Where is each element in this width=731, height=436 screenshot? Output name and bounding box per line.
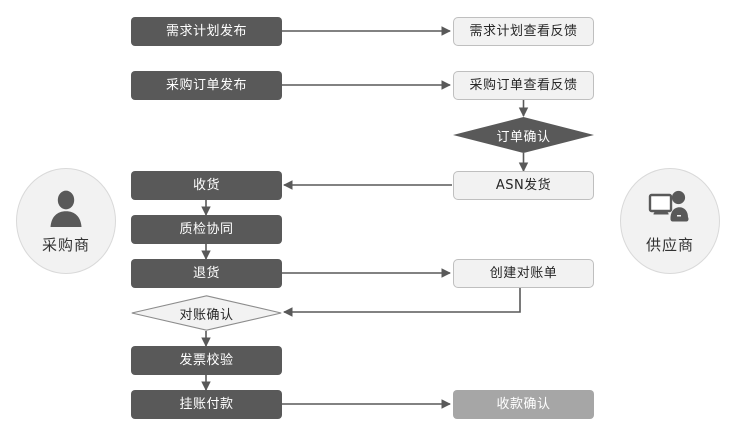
node-goods-receipt[interactable]: 收货 <box>131 171 282 200</box>
node-return-goods[interactable]: 退货 <box>131 259 282 288</box>
node-order-confirm[interactable]: 订单确认 <box>453 117 594 153</box>
actor-supplier[interactable]: 供应商 <box>620 168 720 274</box>
actor-buyer[interactable]: 采购商 <box>16 168 116 274</box>
node-payable-payment[interactable]: 挂账付款 <box>131 390 282 419</box>
node-demand-plan-publish[interactable]: 需求计划发布 <box>131 17 282 46</box>
user-at-computer-icon <box>648 188 692 232</box>
user-silhouette-icon <box>46 188 86 232</box>
actor-supplier-label: 供应商 <box>645 235 694 254</box>
node-order-confirm-label: 订单确认 <box>496 129 551 145</box>
node-demand-plan-feedback[interactable]: 需求计划查看反馈 <box>453 17 594 46</box>
node-receipt-confirm[interactable]: 收款确认 <box>453 390 594 419</box>
node-quality-collab[interactable]: 质检协同 <box>131 215 282 244</box>
edge-create-statement-to-reconcile <box>283 287 521 317</box>
actor-buyer-label: 采购商 <box>41 235 90 254</box>
order-confirm-diamond-shape <box>453 117 594 153</box>
node-reconcile-confirm-label: 对账确认 <box>179 307 234 323</box>
node-invoice-verify[interactable]: 发票校验 <box>131 346 282 375</box>
node-create-statement[interactable]: 创建对账单 <box>453 259 594 288</box>
node-reconcile-confirm[interactable]: 对账确认 <box>131 295 282 331</box>
node-po-publish[interactable]: 采购订单发布 <box>131 71 282 100</box>
node-po-feedback[interactable]: 采购订单查看反馈 <box>453 71 594 100</box>
reconcile-confirm-diamond-shape <box>131 295 282 331</box>
node-asn-ship[interactable]: ASN发货 <box>453 171 594 200</box>
